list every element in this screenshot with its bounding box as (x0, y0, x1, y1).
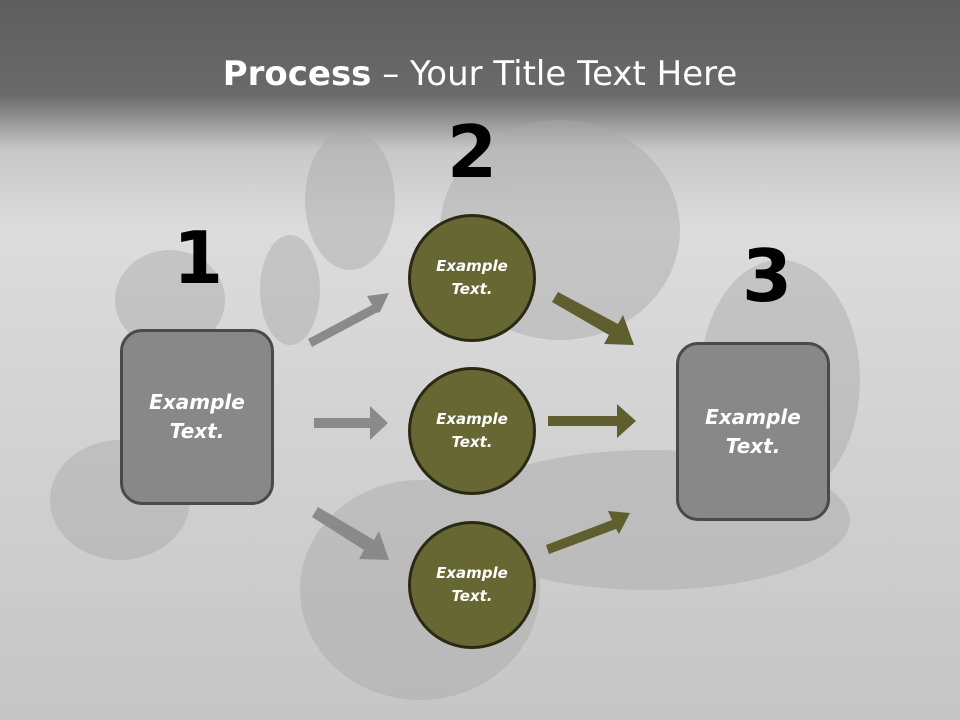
step-number-2: 2 (446, 110, 498, 194)
arrow-left-to-top (308, 293, 389, 347)
slide-title-bold: Process (222, 54, 372, 94)
step-number-3: 3 (741, 234, 793, 318)
arrow-left-to-middle (314, 406, 388, 440)
right-process-box: Example Text. (676, 342, 830, 521)
process-circle-middle: Example Text. (408, 367, 536, 495)
process-circle-bottom: Example Text. (408, 521, 536, 649)
arrow-top-to-right (552, 292, 634, 345)
step-number-1: 1 (172, 216, 224, 300)
arrow-middle-to-right (548, 404, 636, 438)
arrow-bottom-to-right (546, 511, 630, 554)
process-circle-top: Example Text. (408, 214, 536, 342)
slide-title-rest: – Your Title Text Here (371, 54, 738, 94)
slide-title: Process – Your Title Text Here (0, 52, 960, 96)
arrow-left-to-bottom (312, 507, 389, 560)
left-process-box: Example Text. (120, 329, 274, 505)
